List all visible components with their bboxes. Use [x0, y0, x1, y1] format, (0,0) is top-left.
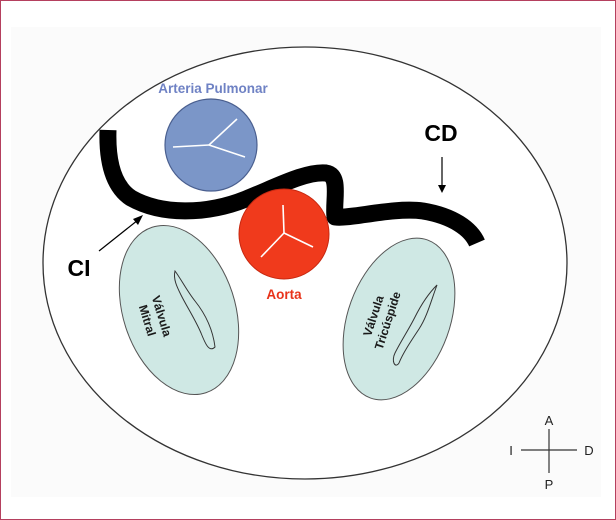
- compass-left: I: [509, 443, 513, 458]
- compass-posterior: P: [545, 477, 554, 492]
- orientation-compass: A P I D: [509, 413, 594, 492]
- compass-anterior: A: [545, 413, 554, 428]
- pulmonary-artery-label: Arteria Pulmonar: [158, 81, 268, 96]
- left-coronary-label: CI: [68, 255, 91, 281]
- right-coronary-label: CD: [424, 120, 457, 146]
- compass-right: D: [584, 443, 593, 458]
- aorta-label: Aorta: [266, 287, 302, 302]
